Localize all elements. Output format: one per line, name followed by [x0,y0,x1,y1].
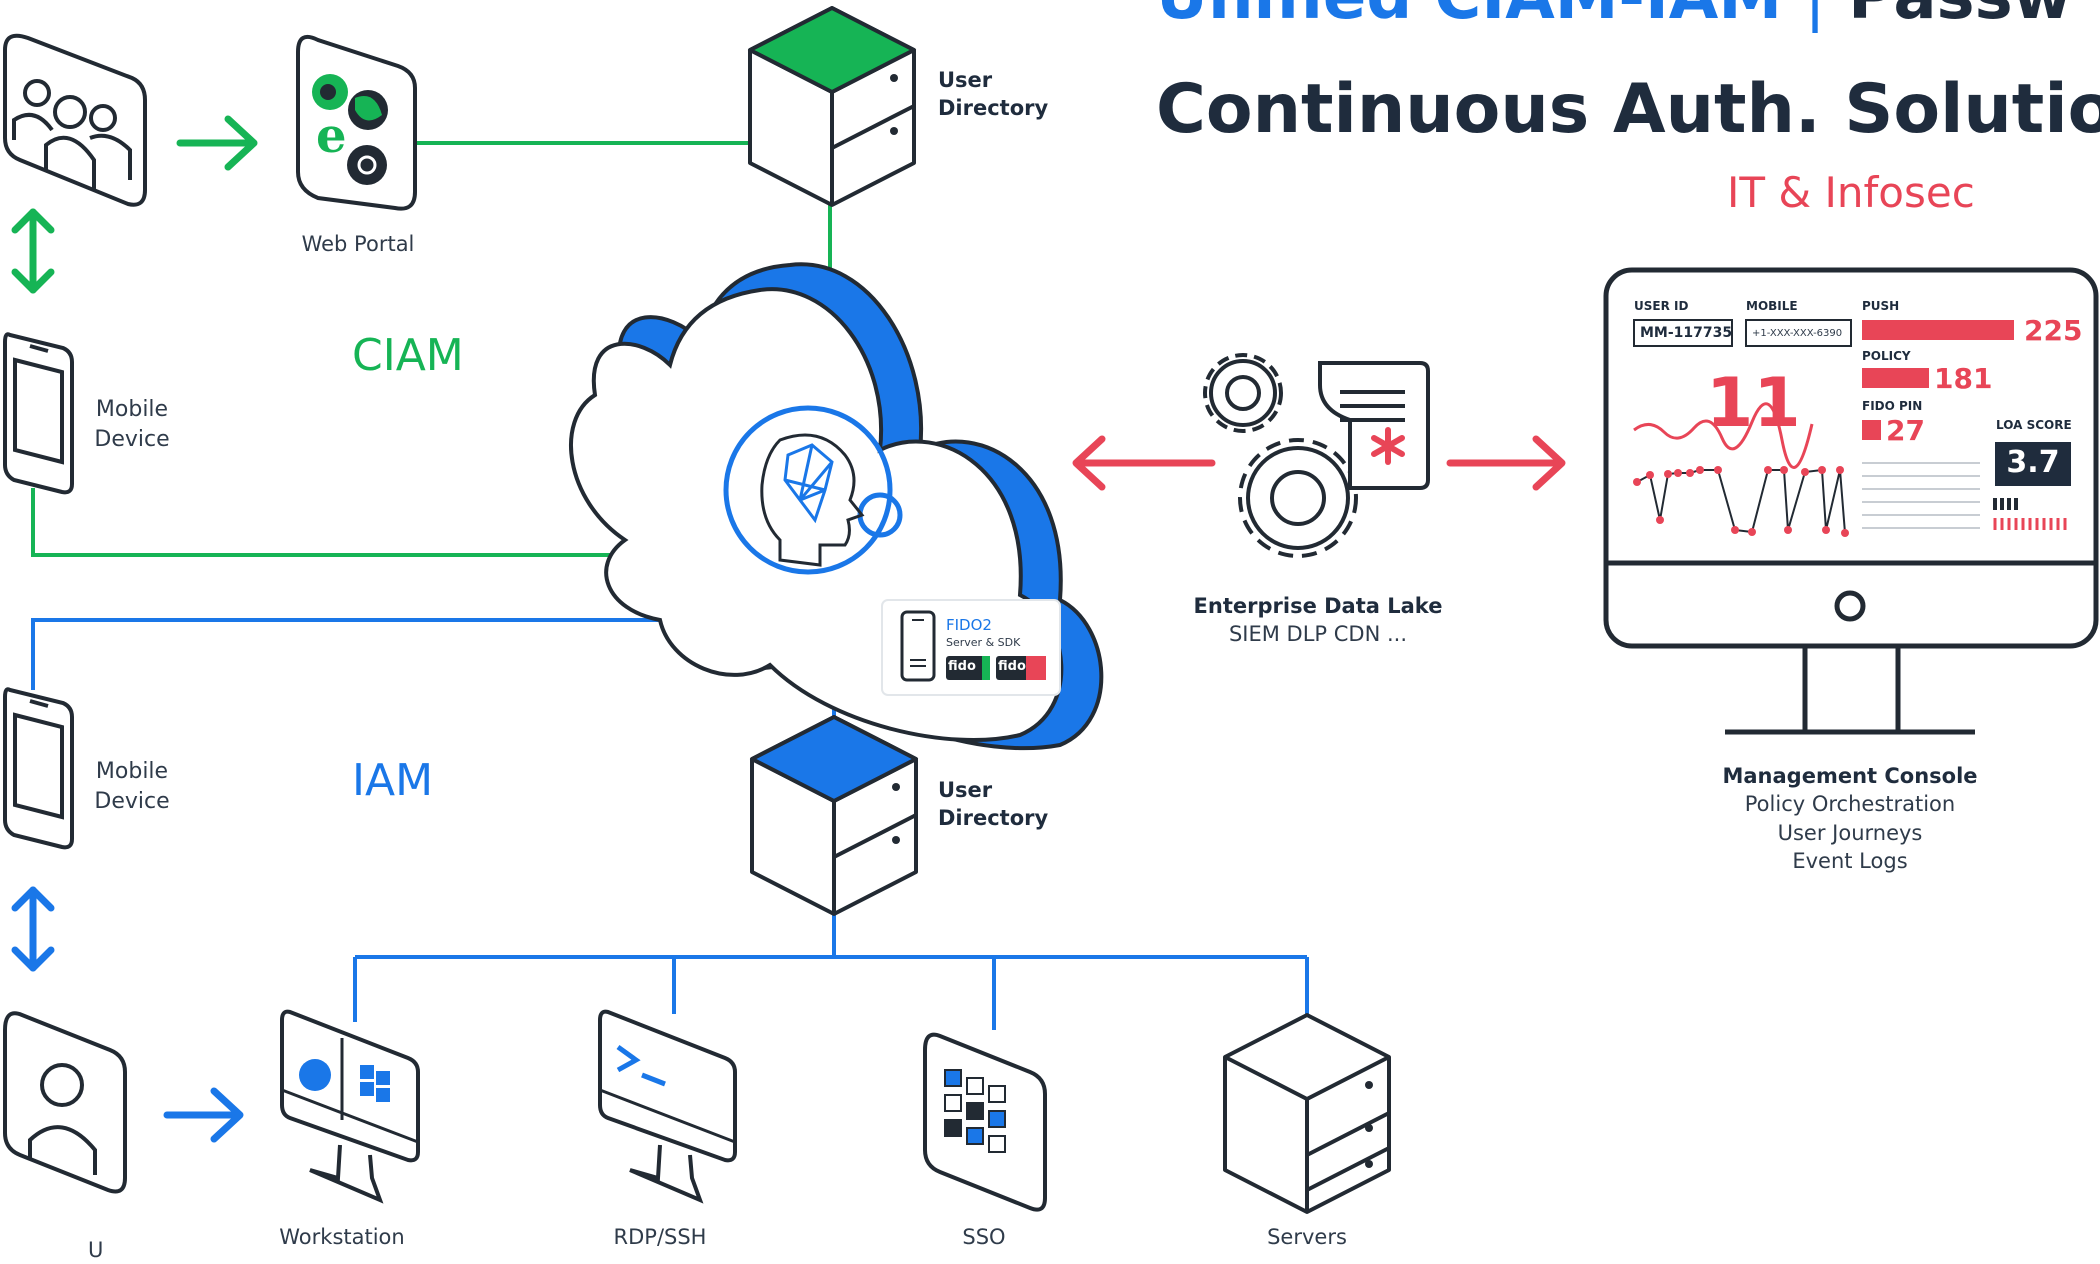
browser-apps-icon: e [296,35,417,211]
data-lake-label: Enterprise Data Lake SIEM DLP CDN ... [1194,592,1443,649]
iam-section-label: IAM [352,755,434,806]
mobile-device-label: Mobile Device [94,757,169,816]
user-id-value: MM-117735 [1640,325,1733,341]
user-directory-line-1: User [938,68,993,92]
mobile-device-line-1: Mobile [95,397,169,422]
svg-text:e: e [316,108,347,164]
people-icon [2,33,147,207]
dashboard-bars [1633,319,2071,530]
console-item: User Journeys [1777,820,1923,845]
mobile-device-label: Mobile Device [94,395,169,454]
arrow-icon [11,886,55,972]
mobile-device-line-2: Device [94,426,170,452]
phone-icon [3,332,74,495]
page-title: Continuous Auth. Solution [1156,70,2100,149]
loa-score-value: 3.7 [2006,445,2060,480]
fido-title: FIDO2 [946,616,992,634]
policy-value: 181 [1934,362,1993,395]
rdp-ssh-label: RDP/SSH [613,1225,707,1249]
arrow-icon [1072,435,1216,491]
fido-pin-label: FIDO PIN [1862,399,1923,413]
web-portal-label: Web Portal [301,232,415,256]
mobile-label: MOBILE [1746,299,1798,313]
workstation-label: Workstation [279,1225,405,1249]
person-icon [2,1011,127,1194]
user-id-label: USER ID [1634,299,1689,313]
document-icon [1318,361,1430,490]
title-line-1: Unified CIAM-IAM | Passw [1156,0,2072,34]
phone-icon [3,687,74,850]
sso-label: SSO [962,1225,1006,1249]
terminal-icon [598,1009,737,1204]
monitor-icon [1603,267,2099,735]
mobile-device-line-2: Device [94,788,170,814]
fido-badge: fido [948,659,976,674]
loa-score-label: LOA SCORE [1996,418,2072,432]
user-directory-line-2: Directory [938,96,1049,121]
user-directory-label: User Directory [938,66,1048,123]
fido-badge: fido [998,659,1026,674]
audience-label: IT & Infosec [1727,168,1975,217]
dashboard-sparkline [1633,402,1814,469]
policy-label: POLICY [1862,349,1911,363]
fido-card [881,599,1061,696]
servers-label: Servers [1267,1225,1347,1249]
servers-icon [1223,1013,1391,1214]
management-console-label: Management Console Policy Orchestration … [1722,762,1977,875]
title-blue-part: Unified CIAM-IAM [1156,0,1782,34]
title-separator: | [1804,0,1826,34]
title-dark-part: Passw [1848,0,2072,34]
mobile-value: +1-XXX-XXX-6390 [1752,328,1843,339]
arrow-icon [1446,435,1566,491]
ciam-section-label: CIAM [352,330,464,381]
users-label: U [88,1238,104,1262]
user-directory-label: User Directory [938,776,1048,833]
fido-pin-value: 27 [1886,414,1925,447]
gears-icon [1203,353,1358,558]
data-lake-subtitle: SIEM DLP CDN ... [1228,622,1408,647]
user-directory-line-1: User [938,778,993,802]
arrow-icon [163,1087,244,1143]
server-cube-icon [750,715,918,916]
sso-grid-icon [923,1032,1047,1212]
console-item: Policy Orchestration [1744,792,1956,817]
ai-head-icon [723,405,903,575]
console-item: Event Logs [1792,849,1908,874]
data-lake-title: Enterprise Data Lake [1193,594,1443,618]
alert-count: 11 [1706,364,1801,443]
management-console-title: Management Console [1722,764,1978,788]
server-cube-icon [748,6,916,207]
arrow-icon [176,115,258,171]
user-directory-line-2: Directory [938,806,1049,831]
push-value: 225 [2024,314,2083,347]
fido-subtitle: Server & SDK [946,636,1021,649]
iam-connectors [31,618,1309,1030]
arrow-icon [11,208,55,294]
mobile-device-line-1: Mobile [95,759,169,784]
dashboard-scatter [1633,466,1849,537]
workstation-icon [280,1009,420,1204]
push-label: PUSH [1862,299,1900,313]
